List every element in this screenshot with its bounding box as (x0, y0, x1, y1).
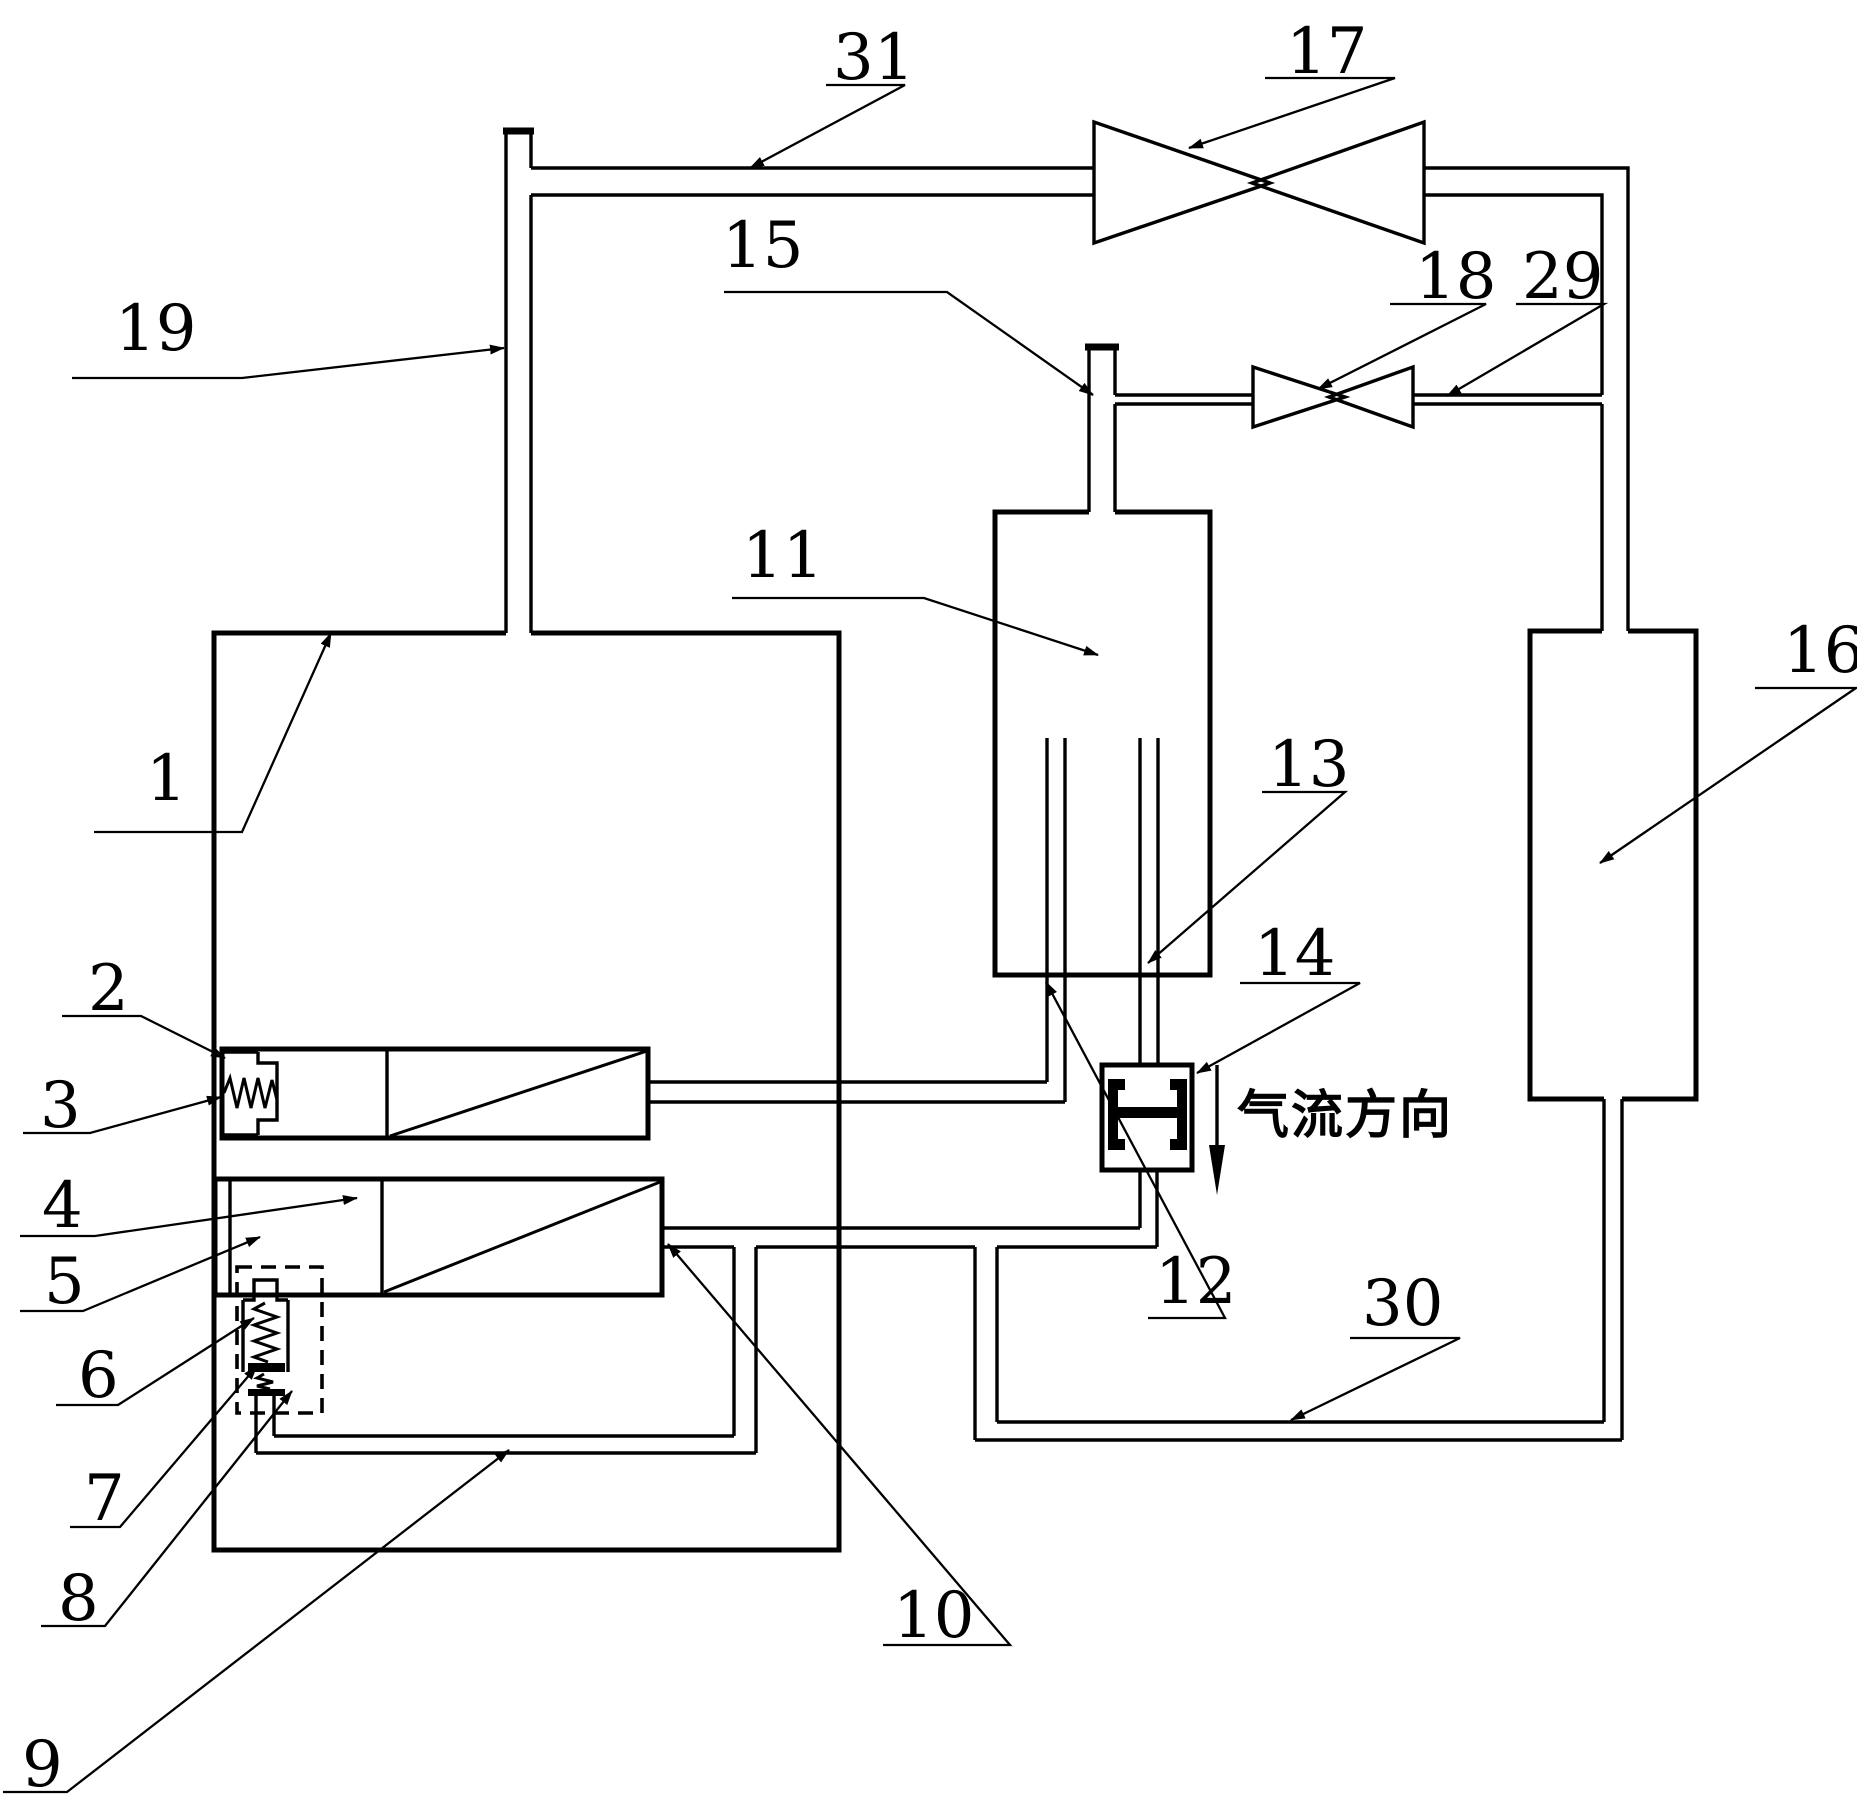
leader-4 (20, 1195, 358, 1238)
ref-label-3: 3 (40, 1069, 81, 1143)
ref-label-5: 5 (44, 1245, 85, 1319)
spring-seat-2 (220, 1050, 279, 1137)
ref-label-1: 1 (146, 742, 187, 816)
ref-label-8: 8 (58, 1562, 99, 1636)
leader-3 (23, 1095, 222, 1135)
accumulator-tank-11 (992, 509, 1213, 978)
leader-8 (41, 1390, 293, 1628)
leader-6 (56, 1317, 255, 1407)
leader-19 (72, 344, 505, 380)
ref-label-31: 31 (833, 21, 914, 95)
ref-label-4: 4 (42, 1169, 83, 1243)
lower-cylinder-assembly (212, 1176, 665, 1298)
check-valve-assembly (235, 1265, 324, 1453)
airflow-arrow-icon (1209, 1145, 1225, 1195)
leader-1 (94, 632, 333, 834)
ref-label-17: 17 (1286, 15, 1367, 89)
standpipe-15 (1085, 343, 1119, 512)
ref-label-10: 10 (893, 1579, 974, 1653)
ref-label-9: 9 (22, 1728, 63, 1794)
valve-disc (248, 1363, 285, 1372)
leader-29 (1446, 302, 1609, 397)
ref-label-14: 14 (1254, 917, 1335, 991)
leader-7 (70, 1365, 258, 1529)
bypass-valve-18 (1251, 364, 1415, 430)
ref-label-16: 16 (1783, 614, 1857, 688)
ref-label-7: 7 (84, 1462, 125, 1536)
leader-18 (1317, 302, 1487, 391)
ref-label-2: 2 (88, 952, 129, 1026)
leader-14 (1196, 981, 1361, 1075)
bypass-line (1115, 393, 1602, 406)
ref-label-15: 15 (722, 209, 803, 283)
ref-label-29: 29 (1522, 240, 1603, 314)
ref-label-18: 18 (1415, 240, 1496, 314)
ref-label-19: 19 (115, 292, 196, 366)
airflow-direction-text: 气流方向 (1237, 1086, 1453, 1146)
spring-3 (222, 1073, 279, 1109)
leader-17 (1188, 76, 1396, 150)
lower-suction-pipe-10 (662, 1226, 1157, 1249)
leader-31 (749, 83, 906, 170)
ref-label-30: 30 (1362, 1267, 1443, 1341)
ref-label-11: 11 (742, 519, 823, 593)
reed-valve-14 (1099, 1062, 1195, 1247)
ref-label-6: 6 (78, 1339, 119, 1413)
suction-riser-pipe-19 (503, 127, 534, 633)
condenser-tank-16 (1527, 628, 1699, 1102)
leader-16 (1599, 686, 1857, 864)
upper-cylinder-assembly (219, 1046, 651, 1141)
leader-12 (1044, 981, 1227, 1320)
check-valve-spring-7 (249, 1301, 282, 1364)
internal-oil-pipe-9 (256, 1247, 758, 1455)
leader-30 (1290, 1336, 1461, 1422)
leader-5 (20, 1235, 261, 1313)
upper-discharge-pipe (648, 1080, 1065, 1104)
valve-seat-8 (248, 1389, 285, 1396)
leader-11 (732, 596, 1099, 657)
leader-10 (667, 1243, 1013, 1647)
airflow-direction-annotation: 气流方向 (1209, 1065, 1453, 1195)
discharge-pipe-31 (531, 166, 1094, 197)
leader-13 (1147, 790, 1349, 964)
ref-label-13: 13 (1268, 728, 1349, 802)
shutoff-valve-17 (1092, 119, 1426, 246)
leader-2 (62, 1014, 226, 1060)
leader-9 (3, 1449, 510, 1794)
leader-15 (724, 290, 1094, 396)
pipe-to-condenser (1424, 166, 1630, 631)
ref-label-12: 12 (1155, 1245, 1236, 1319)
accumulator-internal-tubes (1045, 738, 1160, 1102)
compressor-shell (211, 630, 842, 1553)
return-pipe-30 (973, 1099, 1624, 1442)
